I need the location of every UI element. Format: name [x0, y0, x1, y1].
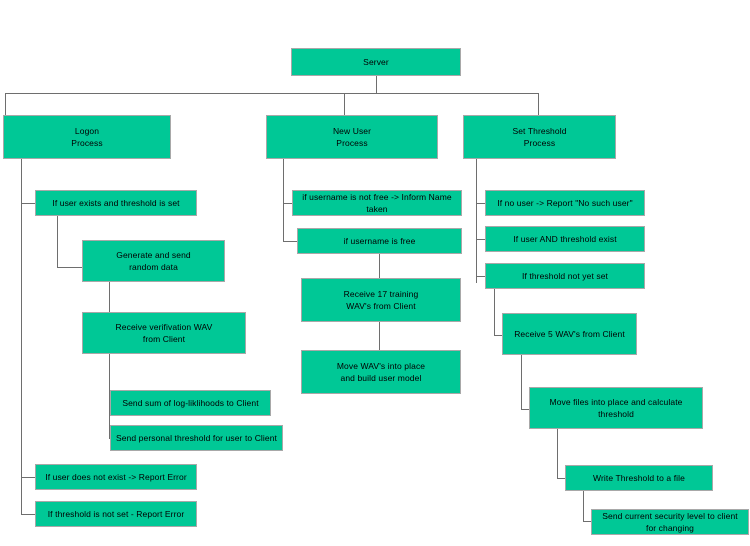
node-threshold-receive-wavs: Receive 5 WAV's from Client	[502, 313, 637, 355]
node-logon-receive-verification: Receive verifivation WAV from Client	[82, 312, 246, 354]
connector-logon-2-out	[109, 282, 110, 338]
connector-drop-newuser	[344, 93, 345, 115]
connector-newuser-1-in	[283, 203, 292, 204]
connector-drop-logon	[5, 93, 6, 115]
connector-drop-threshold	[538, 93, 539, 115]
connector-threshold-3-out	[494, 289, 495, 335]
node-newuser-name-free: if username is free	[297, 228, 462, 254]
node-threshold-write-file: Write Threshold to a file	[565, 465, 713, 491]
connector-branch-bus	[5, 93, 538, 94]
connector-newuser-2-out	[379, 254, 380, 278]
node-newuser-receive-training: Receive 17 training WAV's from Client	[301, 278, 461, 322]
node-threshold-user-and-threshold: If user AND threshold exist	[485, 226, 645, 252]
connector-threshold-2-in	[476, 239, 485, 240]
node-threshold-send-security-level: Send current security level to client fo…	[591, 509, 749, 535]
connector-logon-1-in	[21, 203, 35, 204]
connector-threshold-5-out	[557, 429, 558, 478]
connector-logon-6-in	[21, 477, 35, 478]
connector-logon-2-in	[57, 267, 82, 268]
node-logon-process: Logon Process	[3, 115, 171, 159]
connector-server-stem	[376, 76, 377, 93]
node-newuser-build-model: Move WAV's into place and build user mod…	[301, 350, 461, 394]
node-server: Server	[291, 48, 461, 76]
connector-threshold-1-in	[476, 203, 485, 204]
node-newuser-name-taken: if username is not free -> Inform Name t…	[292, 190, 462, 216]
connector-threshold-3-in	[476, 276, 485, 277]
connector-threshold-5-in	[521, 409, 529, 410]
node-threshold-move-files: Move files into place and calculate thre…	[529, 387, 703, 429]
node-new-user-process: New User Process	[266, 115, 438, 159]
node-set-threshold-process: Set Threshold Process	[463, 115, 616, 159]
node-threshold-not-yet-set: If threshold not yet set	[485, 263, 645, 289]
connector-threshold-4-out	[521, 355, 522, 409]
node-threshold-no-user: If no user -> Report "No such user"	[485, 190, 645, 216]
connector-newuser-3-out	[379, 322, 380, 350]
connector-threshold-spine	[476, 159, 477, 283]
node-logon-send-loglikelihoods: Send sum of log-liklihoods to Client	[110, 390, 271, 416]
connector-newuser-2-in	[283, 241, 297, 242]
connector-logon-spine	[21, 159, 22, 514]
node-logon-threshold-not-set: If threshold is not set - Report Error	[35, 501, 197, 527]
connector-logon-3-out	[109, 354, 110, 438]
node-logon-generate-random: Generate and send random data	[82, 240, 225, 282]
connector-logon-7-in	[21, 514, 35, 515]
connector-newuser-spine	[283, 159, 284, 241]
node-logon-user-not-exist: If user does not exist -> Report Error	[35, 464, 197, 490]
node-logon-send-personal-threshold: Send personal threshold for user to Clie…	[110, 425, 283, 451]
node-logon-user-exists: If user exists and threshold is set	[35, 190, 197, 216]
connector-logon-1-out	[57, 216, 58, 267]
connector-threshold-6-in	[557, 478, 565, 479]
connector-threshold-6-out	[583, 491, 584, 521]
connector-threshold-7-in	[583, 521, 591, 522]
connector-threshold-4-in	[494, 335, 502, 336]
